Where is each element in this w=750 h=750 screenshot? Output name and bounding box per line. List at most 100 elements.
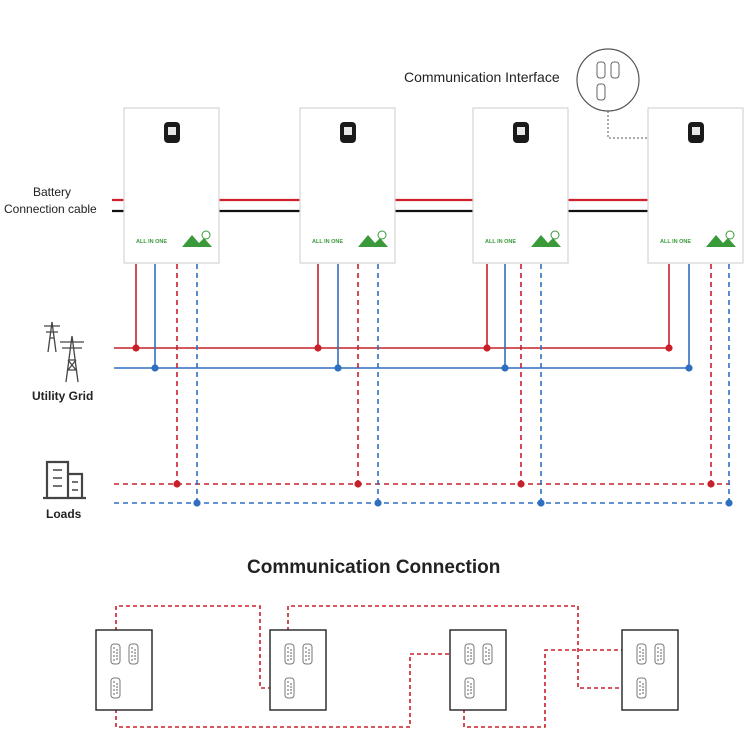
db9-pin <box>470 649 472 651</box>
communication-interface-callout: Communication Interface <box>404 48 650 139</box>
grid-neutral-junction <box>685 364 693 372</box>
db9-pin <box>134 658 136 660</box>
inverter-logo-mountain <box>358 235 388 247</box>
inverter-screen <box>517 127 525 135</box>
junction-dots <box>132 344 733 507</box>
inverter-unit: ALL IN ONE <box>299 107 396 264</box>
inverter-screen <box>344 127 352 135</box>
db9-pin <box>113 655 115 657</box>
db9-pin <box>639 689 641 691</box>
db9-pin <box>308 649 310 651</box>
communication-interface-zoom-circle <box>576 48 640 112</box>
grid-neutral-junction <box>334 364 342 372</box>
grid-live-junction <box>314 344 322 352</box>
db9-port-shell <box>464 677 475 699</box>
db9-pin <box>305 651 307 653</box>
db9-port-shell <box>654 643 665 665</box>
db9-pin <box>660 655 662 657</box>
drop-wires <box>135 264 730 503</box>
db9-pin <box>131 651 133 653</box>
db9-pin <box>639 659 641 661</box>
db9-pin <box>287 689 289 691</box>
comm-cable-d <box>463 649 636 728</box>
db9-pin <box>116 692 118 694</box>
db9-pin <box>287 693 289 695</box>
db9-port-shell <box>284 677 295 699</box>
db9-pin <box>467 693 469 695</box>
db9-pin <box>287 647 289 649</box>
db9-port-icon <box>110 643 121 665</box>
db9-pin <box>290 652 292 654</box>
db9-pin <box>657 647 659 649</box>
grid-live-junction <box>665 344 673 352</box>
db9-pin <box>639 647 641 649</box>
load-live-junction <box>173 480 181 488</box>
comm-port-panel <box>269 629 327 711</box>
grid-neutral-junction <box>151 364 159 372</box>
db9-pin <box>113 659 115 661</box>
db9-pin <box>305 659 307 661</box>
db9-pin <box>642 686 644 688</box>
communication-connection-title: Communication Connection <box>247 557 500 578</box>
db9-pin <box>470 652 472 654</box>
grid-live-junction <box>483 344 491 352</box>
db9-port-icon <box>464 643 475 665</box>
db9-pin <box>642 658 644 660</box>
bus-lines <box>114 347 730 504</box>
db9-pin <box>116 686 118 688</box>
comm-port-panels <box>95 629 679 711</box>
db9-pin <box>467 647 469 649</box>
db9-pin <box>287 659 289 661</box>
db9-pin <box>290 683 292 685</box>
load-neutral-junction <box>725 499 733 507</box>
db9-port-shell <box>110 677 121 699</box>
comm-port-panel <box>449 629 507 711</box>
db9-pin <box>470 689 472 691</box>
inverter-screen <box>168 127 176 135</box>
communication-cables <box>115 605 636 728</box>
battery-label-line1: Battery <box>33 185 71 199</box>
comm-cable-b <box>287 605 634 689</box>
db9-pin <box>639 681 641 683</box>
db9-pin <box>660 649 662 651</box>
db9-port-icon <box>464 677 475 699</box>
db9-pin <box>113 651 115 653</box>
db9-pin <box>116 655 118 657</box>
db9-pin <box>467 681 469 683</box>
comm-cable-c <box>115 653 464 728</box>
db9-pin <box>639 651 641 653</box>
db9-pin <box>642 689 644 691</box>
inverter-logo-sun <box>550 230 560 240</box>
db9-pin <box>642 692 644 694</box>
db9-port-shell <box>128 643 139 665</box>
db9-port-icon <box>128 643 139 665</box>
db9-pin <box>470 692 472 694</box>
battery-label-line2: Connection cable <box>4 202 97 216</box>
communication-interface-label: Communication Interface <box>404 69 560 85</box>
load-live-junction <box>707 480 715 488</box>
db9-pin <box>485 651 487 653</box>
building-icon <box>43 460 86 500</box>
inverter-logo-sun <box>725 230 735 240</box>
db9-port-icon <box>596 61 620 101</box>
db9-pin <box>470 658 472 660</box>
db9-pin <box>660 658 662 660</box>
db9-pin <box>642 683 644 685</box>
inverter-screen <box>692 127 700 135</box>
db9-port-icon <box>636 677 647 699</box>
db9-port-shell <box>482 643 493 665</box>
db9-pin <box>467 651 469 653</box>
load-live-junction <box>354 480 362 488</box>
db9-pin <box>639 655 641 657</box>
db9-pin <box>642 655 644 657</box>
db9-pin <box>488 652 490 654</box>
comm-cable-a <box>115 605 286 689</box>
inverter-logo-mountain <box>182 235 212 247</box>
db9-pin <box>657 655 659 657</box>
inverter-brand-label: ALL IN ONE <box>136 239 167 245</box>
db9-port-shell <box>464 643 475 665</box>
db9-pin <box>467 659 469 661</box>
db9-pin <box>467 685 469 687</box>
inverter-logo-mountain <box>531 235 561 247</box>
